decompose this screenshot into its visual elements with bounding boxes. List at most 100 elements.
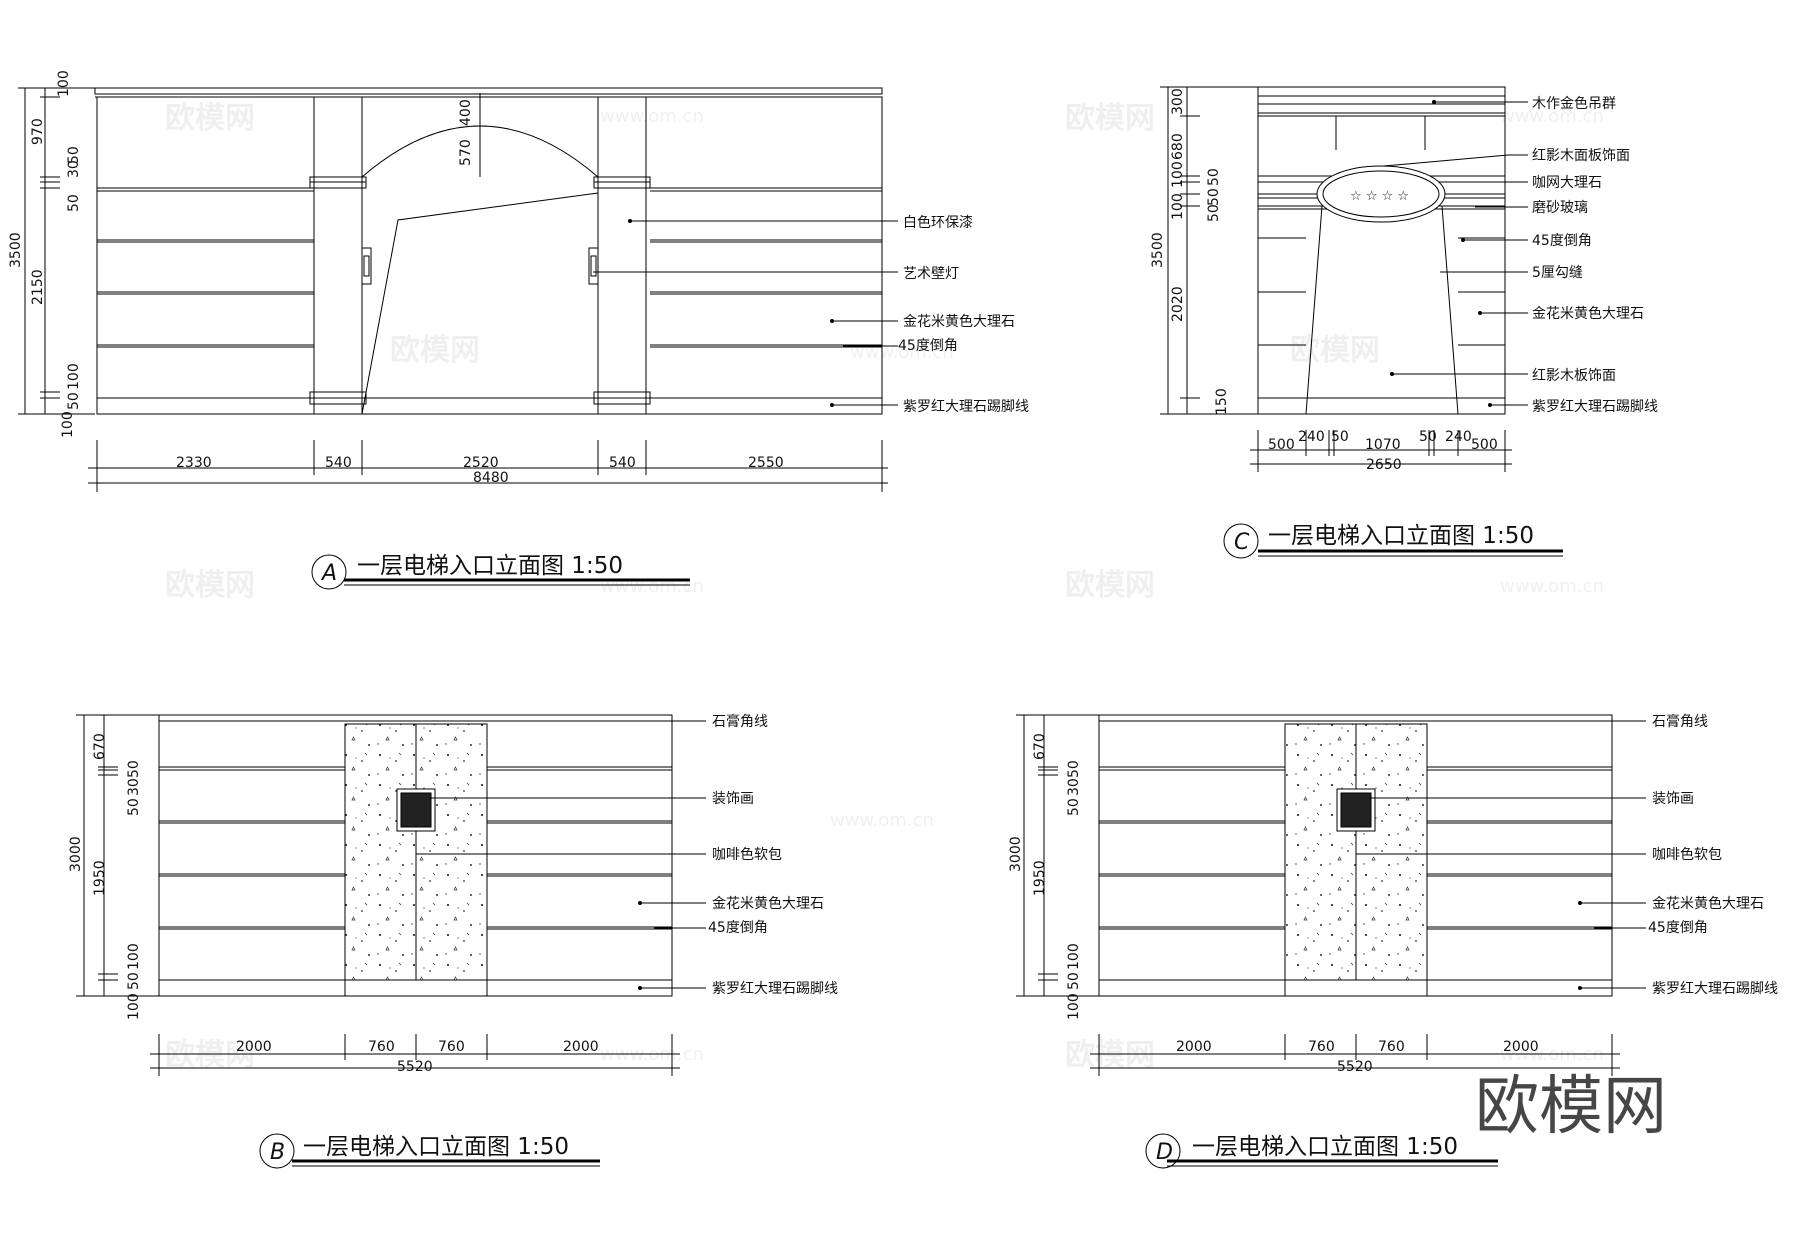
- watermark-text: 欧模网: [165, 568, 255, 603]
- dim-c-1: 500: [1268, 437, 1295, 453]
- vertical-dimension-lines: [76, 714, 159, 997]
- vdim-b-total: 3000: [68, 836, 84, 872]
- arch-dim-2: 570: [458, 139, 474, 166]
- watermark-url: www.om.cn: [600, 106, 704, 127]
- cornice: [158, 714, 673, 722]
- horizontal-dimension-lines: [150, 1034, 680, 1076]
- dim-b-2: 760: [368, 1039, 395, 1055]
- leader-lines: [593, 219, 898, 407]
- label-marble: 金花米黄色大理石: [903, 313, 1015, 330]
- label-skirting: 紫罗红大理石踢脚线: [712, 981, 838, 997]
- vdim-c-2: 680: [1170, 133, 1186, 160]
- vdim-a-8: 50: [66, 392, 82, 410]
- dim-d-4: 2000: [1503, 1039, 1539, 1055]
- vertical-dimension-lines: [18, 87, 486, 415]
- watermark-layer: 欧模网 www.om.cn 欧模网 www.om.cn 欧模网 www.om.c…: [165, 101, 1604, 1073]
- vdim-c-5: 50: [1206, 188, 1222, 206]
- dim-d-3: 760: [1378, 1039, 1405, 1055]
- vertical-dimension-lines: [1016, 714, 1099, 997]
- title-c: 一层电梯入口立面图 1:50: [1268, 523, 1534, 549]
- elevation-a: [18, 87, 898, 590]
- label-chamfer: 45度倒角: [1648, 920, 1708, 936]
- vdim-a-6: 2150: [30, 269, 46, 305]
- cornice: [94, 87, 883, 95]
- watermark-text: 欧模网: [165, 1038, 255, 1073]
- vdim-a-3: 30: [66, 160, 82, 178]
- dim-c-5: 50: [1419, 429, 1437, 445]
- watermark-url: www.om.cn: [830, 810, 934, 831]
- watermark-text: 欧模网: [165, 101, 255, 136]
- dim-a-3: 2520: [463, 455, 499, 471]
- vdim-c-8: 2020: [1170, 286, 1186, 322]
- label-soft-pack: 咖啡色软包: [1652, 846, 1722, 863]
- elevation-a-text: 2330 540 2520 540 2550 8480 100 970 30 5…: [8, 70, 1029, 586]
- vdim-b-4: 50: [126, 798, 142, 816]
- vdim-c-4: 50: [1206, 168, 1222, 186]
- arch-opening-edge: [361, 192, 599, 415]
- vdim-d-1: 670: [1032, 733, 1048, 760]
- elevation-d-text: 2000 760 760 2000 5520 670 50 30 50 1950…: [1008, 713, 1778, 1165]
- vdim-a-1: 100: [56, 70, 72, 97]
- vdim-d-4: 50: [1066, 798, 1082, 816]
- label-seam: 5厘勾缝: [1532, 265, 1583, 281]
- vdim-c-9: 150: [1214, 388, 1230, 415]
- panel-edge-left: [1305, 205, 1323, 415]
- horizontal-dimension-lines: [1090, 1034, 1620, 1076]
- column-right: [588, 97, 651, 414]
- vdim-c-total: 3500: [1150, 232, 1166, 268]
- label-marble: 金花米黄色大理石: [712, 895, 824, 912]
- label-skirting: 紫罗红大理石踢脚线: [1652, 981, 1778, 997]
- label-wood-board: 红影木板饰面: [1532, 368, 1616, 384]
- vdim-d-5: 1950: [1032, 860, 1048, 896]
- elevation-d: [1016, 714, 1646, 1169]
- dim-c-3: 50: [1331, 429, 1349, 445]
- dim-d-2: 760: [1308, 1039, 1335, 1055]
- brand-logo: 欧模网: [1475, 1070, 1667, 1144]
- vdim-b-2: 50: [126, 760, 142, 778]
- dim-d-1: 2000: [1176, 1039, 1212, 1055]
- leader-lines: [1383, 100, 1528, 407]
- section-letter-c: C: [1234, 530, 1250, 555]
- wall-outline: [1098, 720, 1613, 997]
- dim-a-2: 540: [325, 455, 352, 471]
- vdim-c-7: 50: [1206, 204, 1222, 222]
- vdim-d-8: 100: [1066, 993, 1082, 1020]
- vdim-b-5: 1950: [92, 860, 108, 896]
- elevation-b-text: 2000 760 760 2000 5520 670 50 30 50 1950…: [68, 713, 838, 1165]
- title-b: 一层电梯入口立面图 1:50: [303, 1134, 569, 1160]
- horizontal-dimension-lines: [88, 440, 888, 492]
- wall-outline: [158, 720, 673, 997]
- oval-sign-inner: [1322, 170, 1440, 218]
- marble-joints: [159, 766, 672, 981]
- vdim-d-6: 100: [1066, 943, 1082, 970]
- section-marker-c: [1223, 523, 1259, 559]
- label-wood-panel: 红影木面板饰面: [1532, 148, 1630, 164]
- leader-lines: [1356, 720, 1646, 990]
- vdim-b-6: 100: [126, 943, 142, 970]
- vdim-b-8: 100: [126, 993, 142, 1020]
- vdim-d-3: 30: [1066, 778, 1082, 796]
- dim-c-6: 240: [1445, 429, 1472, 445]
- label-frosted-glass: 磨砂玻璃: [1532, 199, 1588, 216]
- label-plaster-line: 石膏角线: [1652, 713, 1708, 730]
- dim-b-4: 2000: [563, 1039, 599, 1055]
- title-a: 一层电梯入口立面图 1:50: [357, 553, 623, 579]
- elevation-b: [76, 714, 706, 1169]
- cornice: [1098, 714, 1613, 722]
- vdim-c-3: 100: [1170, 161, 1186, 188]
- marble-joints: [97, 187, 882, 399]
- label-painting: 装饰画: [712, 791, 754, 807]
- label-painting: 装饰画: [1652, 791, 1694, 807]
- watermark-url: www.om.cn: [1500, 106, 1604, 127]
- dim-a-total: 8480: [473, 470, 509, 486]
- watermark-text: 欧模网: [1065, 101, 1155, 136]
- watermark-text: 欧模网: [1065, 1038, 1155, 1073]
- oval-sign: [1316, 165, 1446, 223]
- elevation-c: [1160, 86, 1563, 559]
- dim-c-2: 240: [1298, 429, 1325, 445]
- label-skirting: 紫罗红大理石踢脚线: [1532, 399, 1658, 415]
- watermark-text: 欧模网: [1290, 333, 1380, 368]
- vdim-a-5: 50: [66, 194, 82, 212]
- wall-lamp-icon: [361, 247, 372, 285]
